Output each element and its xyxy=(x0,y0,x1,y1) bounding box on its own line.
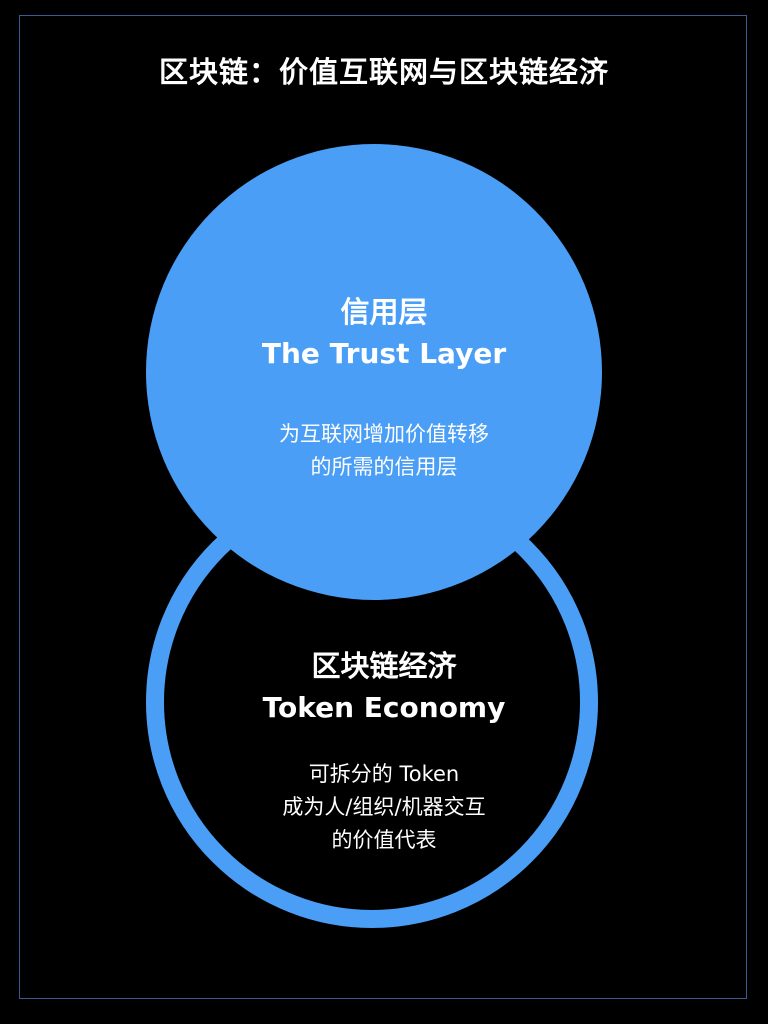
token-economy-description: 可拆分的 Token 成为人/组织/机器交互 的价值代表 xyxy=(0,758,768,857)
diagram-frame xyxy=(19,15,747,999)
diagram-title: 区块链：价值互联网与区块链经济 xyxy=(158,55,609,89)
token-economy-desc-line-3: 的价值代表 xyxy=(331,828,437,852)
trust-layer-titles: 信用层 The Trust Layer xyxy=(0,291,768,375)
token-economy-title-en: Token Economy xyxy=(262,691,506,724)
token-economy-titles: 区块链经济 Token Economy xyxy=(0,645,768,729)
token-economy-title-cn: 区块链经济 xyxy=(311,649,457,683)
trust-layer-description: 为互联网增加价值转移 的所需的信用层 xyxy=(0,418,768,484)
token-economy-desc-line-1: 可拆分的 Token xyxy=(308,762,460,786)
trust-layer-desc-line-2: 的所需的信用层 xyxy=(310,455,458,479)
trust-layer-title-en: The Trust Layer xyxy=(261,337,507,370)
trust-layer-title-cn: 信用层 xyxy=(340,295,428,329)
token-economy-desc-line-2: 成为人/组织/机器交互 xyxy=(282,795,486,819)
trust-layer-circle xyxy=(146,144,602,600)
trust-layer-desc-line-1: 为互联网增加价值转移 xyxy=(279,422,489,446)
